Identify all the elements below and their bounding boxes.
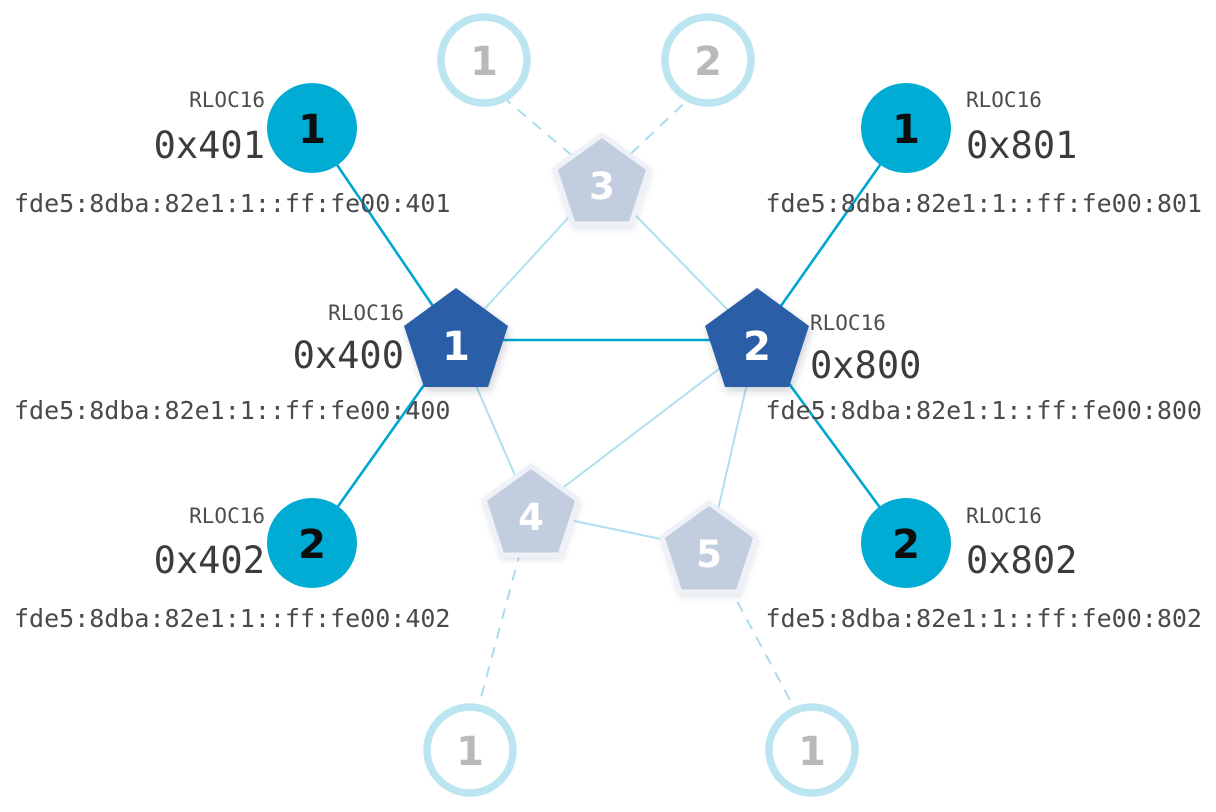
faded-child-bottom-left-badge: 1: [456, 729, 484, 775]
faded-child-bottom-right-badge: 1: [798, 729, 826, 775]
faded-router-5: 5: [659, 499, 759, 595]
child-0x802-rloc-caption: RLOC16: [966, 504, 1042, 528]
child-0x402-badge: 2: [298, 522, 326, 568]
child-0x801[interactable]: 1: [861, 83, 951, 173]
child-0x801-rloc-caption: RLOC16: [966, 88, 1042, 112]
faded-router-3-badge: 3: [589, 165, 615, 208]
child-0x401-rloc-caption: RLOC16: [189, 88, 265, 112]
child-0x402-rloc-caption: RLOC16: [189, 504, 265, 528]
faded-node-layer: 1 2 1 1 3 4: [423, 13, 859, 797]
child-0x401-badge: 1: [298, 107, 326, 153]
faded-router-4-badge: 4: [518, 496, 544, 539]
router-0x800[interactable]: 2: [705, 288, 809, 387]
faded-router-4: 4: [481, 462, 581, 558]
child-0x402[interactable]: 2: [267, 498, 357, 588]
child-0x401-rloc-value: 0x401: [154, 124, 265, 167]
router-0x800-badge: 2: [743, 324, 771, 370]
child-0x401-ipv6: fde5:8dba:82e1:1::ff:fe00:401: [14, 189, 451, 218]
label-layer: RLOC16 0x401 fde5:8dba:82e1:1::ff:fe00:4…: [14, 88, 1202, 633]
active-node-layer: 1 1 2 2 1: [267, 83, 951, 588]
child-0x402-ipv6: fde5:8dba:82e1:1::ff:fe00:402: [14, 604, 451, 633]
child-0x802-ipv6: fde5:8dba:82e1:1::ff:fe00:802: [766, 604, 1203, 633]
router-0x400-rloc-value: 0x400: [293, 334, 404, 377]
router-0x400-rloc-caption: RLOC16: [328, 301, 404, 325]
faded-router-5-badge: 5: [696, 533, 722, 576]
faded-child-top-right-badge: 2: [694, 39, 722, 85]
edge-faded4-hollow-bottom-left: [476, 511, 532, 713]
child-0x802[interactable]: 2: [861, 498, 951, 588]
router-0x800-rloc-caption: RLOC16: [810, 311, 886, 335]
router-0x800-rloc-value: 0x800: [810, 344, 921, 387]
faded-child-top-left-badge: 1: [470, 39, 498, 85]
router-0x400-ipv6: fde5:8dba:82e1:1::ff:fe00:400: [14, 396, 451, 425]
faded-router-3: 3: [552, 131, 652, 227]
router-0x400[interactable]: 1: [404, 288, 508, 387]
child-0x801-rloc-value: 0x801: [966, 124, 1077, 167]
faded-child-top-left: 1: [437, 13, 531, 107]
faded-child-bottom-right: 1: [765, 703, 859, 797]
child-0x802-badge: 2: [892, 522, 920, 568]
router-0x400-badge: 1: [442, 324, 470, 370]
child-0x801-badge: 1: [892, 107, 920, 153]
router-0x800-ipv6: fde5:8dba:82e1:1::ff:fe00:800: [766, 396, 1203, 425]
faded-child-top-right: 2: [661, 13, 755, 107]
faded-child-bottom-left: 1: [423, 703, 517, 797]
child-0x401[interactable]: 1: [267, 83, 357, 173]
child-0x802-rloc-value: 0x802: [966, 539, 1077, 582]
child-0x801-ipv6: fde5:8dba:82e1:1::ff:fe00:801: [766, 189, 1203, 218]
child-0x402-rloc-value: 0x402: [154, 539, 265, 582]
